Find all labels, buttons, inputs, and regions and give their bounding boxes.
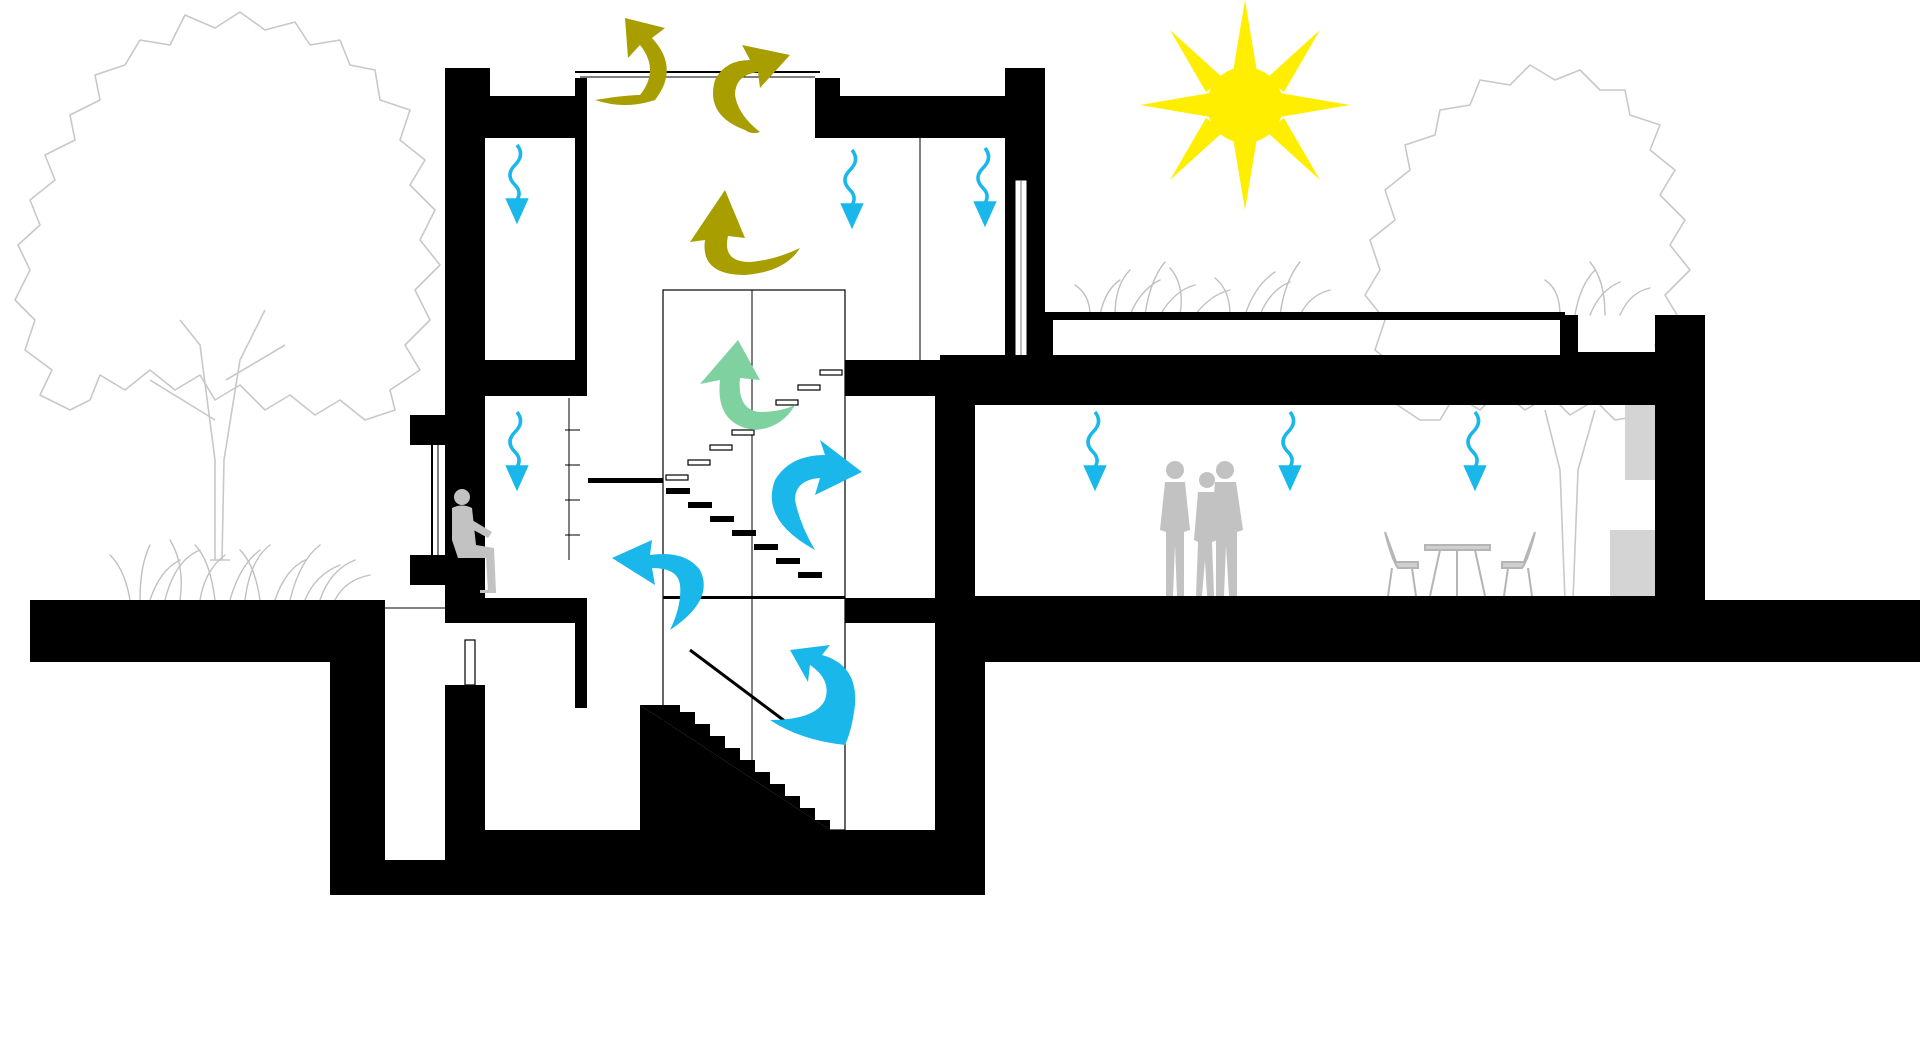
cool-air-down-arrows: [505, 143, 1487, 492]
cool-air-swirl-icon: [612, 540, 704, 630]
cool-air-arrow-icon: [1463, 410, 1487, 492]
person-couple-icon: [1194, 461, 1243, 596]
table-chairs-icon: [1384, 531, 1536, 597]
tree-right: [1364, 64, 1691, 601]
grass-tufts-left: [109, 539, 371, 601]
building-walls: [410, 68, 1045, 880]
sun-icon: [1140, 0, 1350, 210]
window-upper-right: [1014, 179, 1028, 361]
cool-air-arrow-icon: [505, 410, 529, 492]
cool-air-swirl-icon: [770, 645, 856, 745]
warm-air-arrow-icon: [595, 18, 667, 105]
tree-left: [14, 11, 441, 561]
kitchen-units: [1610, 405, 1655, 596]
warm-air-arrow-icon: [690, 190, 800, 275]
cool-air-swirl-icon: [771, 440, 862, 550]
grass-tufts-roof: [1074, 261, 1651, 316]
cool-air-arrow-icon: [840, 148, 864, 230]
cool-air-swirl-arrows: [612, 440, 862, 745]
mixed-air-arrow: [700, 340, 795, 430]
warm-air-exhaust-arrows: [595, 18, 800, 275]
warm-air-arrow-icon: [713, 45, 790, 134]
mixed-air-arrow-icon: [700, 340, 795, 430]
cool-air-arrow-icon: [505, 143, 529, 225]
skylight: [575, 71, 820, 78]
cool-air-arrow-icon: [973, 146, 997, 228]
interior-lines: [385, 138, 921, 686]
person-seated-icon: [452, 489, 496, 593]
right-wing: [940, 312, 1705, 625]
cool-air-arrow-icon: [1278, 410, 1302, 492]
stair-core: [587, 289, 846, 831]
person-standing-left-icon: [1160, 461, 1190, 596]
cool-air-arrow-icon: [1083, 410, 1107, 492]
